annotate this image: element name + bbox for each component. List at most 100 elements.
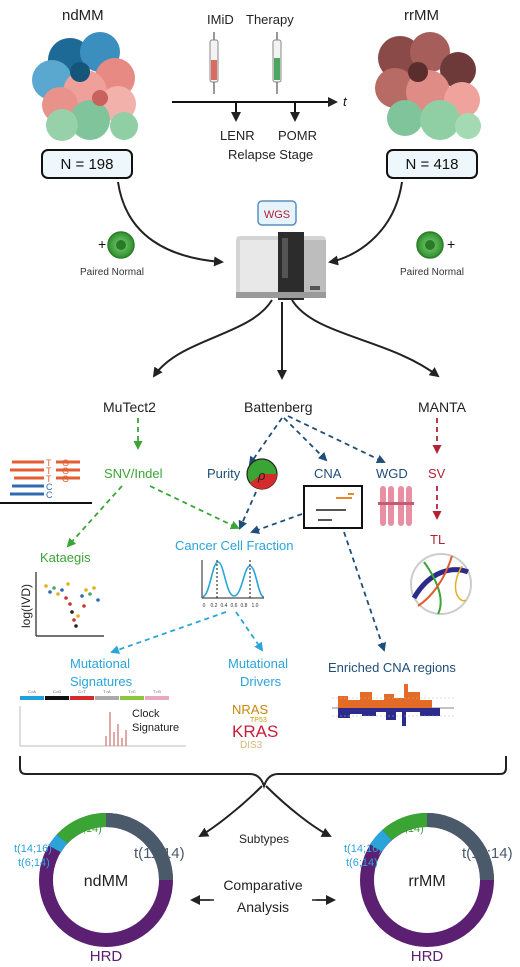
seq-letter-r1: G: [62, 458, 69, 468]
rr-plus: +: [447, 236, 455, 252]
nd-cell-cluster: [32, 32, 138, 141]
gene-kras: KRAS: [232, 722, 278, 741]
enriched-label: Enriched CNA regions: [328, 660, 456, 675]
sig-header-2: C>G: [53, 689, 61, 694]
comparative-label-1: Comparative: [223, 877, 303, 893]
rr-normal-nucleus-icon: [425, 240, 435, 250]
kataegis-plot: [35, 572, 104, 637]
enriched-cna-plot: [332, 684, 454, 726]
ccf-density-plot: [201, 560, 265, 599]
nd-normal-nucleus-icon: [116, 240, 126, 250]
wgs-to-mutect-arrow: [152, 299, 273, 378]
sig-header-5: T>C: [128, 689, 136, 694]
battenberg-to-wgd-arrow: [287, 415, 386, 464]
nd-title: ndMM: [62, 7, 104, 24]
dna-alignment-icon: [0, 460, 92, 504]
clock-label-1: Clock: [132, 708, 160, 720]
rr-cell-cluster: [375, 32, 481, 140]
ccf-label: Cancer Cell Fraction: [175, 538, 294, 553]
rr-title: rrMM: [404, 7, 439, 24]
kataegis-ylabel: log(IVD): [19, 584, 33, 628]
kataegis-label: Kataegis: [40, 550, 91, 565]
brace-to-rr-arrow: [265, 785, 332, 837]
subtypes-label: Subtypes: [239, 832, 289, 846]
drivers-label-1: Mutational: [228, 656, 288, 671]
nd-t14-16: t(14;16): [14, 843, 52, 855]
wgs-label: WGS: [264, 209, 290, 221]
cna-label: CNA: [314, 466, 342, 481]
drivers-label-2: Drivers: [240, 674, 282, 689]
sv-label: SV: [428, 466, 446, 481]
ccf-tick-2: 0.4: [221, 603, 228, 609]
chromosome-icon: [378, 486, 414, 526]
snv-label: SNV/Indel: [104, 466, 163, 481]
rr-t14-16: t(14;16): [344, 843, 382, 855]
signatures-label-1: Mutational: [70, 656, 130, 671]
clock-label-2: Signature: [132, 722, 179, 734]
nd-to-wgs-arrow: [117, 181, 224, 267]
rr-paired-normal: Paired Normal: [400, 267, 464, 278]
nd-t4-14: t(4;14): [70, 823, 102, 835]
cna-to-enriched-arrow: [343, 531, 387, 652]
nd-t11-14: t(11;14): [134, 845, 185, 862]
sig-header-6: T>G: [153, 689, 161, 694]
time-symbol: t: [343, 94, 348, 109]
nd-plus: +: [98, 236, 106, 252]
nd-donut-label: ndMM: [84, 873, 128, 890]
purity-to-ccf-arrow: [238, 491, 257, 530]
signatures-label-2: Signatures: [70, 674, 133, 689]
sig-header-1: C>A: [28, 689, 36, 694]
seq-letter-5: C: [46, 490, 53, 500]
ccf-to-drivers-arrow: [235, 611, 264, 652]
ccf-to-signatures-arrow: [110, 611, 227, 654]
battenberg-label: Battenberg: [244, 399, 313, 415]
purity-label: Purity: [207, 466, 241, 481]
rr-donut-label: rrMM: [408, 873, 445, 890]
cna-to-ccf-arrow: [250, 513, 303, 534]
signature-spectrum-plot: [19, 696, 186, 747]
seq-letter-r3: G: [62, 474, 69, 484]
seq-letter-3: T: [46, 474, 52, 484]
seq-letter-r2: G: [62, 466, 69, 476]
purity-pie-icon: [246, 458, 278, 490]
gene-nras: NRAS: [232, 702, 268, 717]
nd-t6-14: t(6;14): [18, 857, 50, 869]
ccf-tick-3: 0.6: [231, 603, 238, 609]
relapse-label: Relapse Stage: [228, 147, 313, 162]
brace-to-nd-arrow: [198, 785, 263, 837]
wgs-box: [257, 200, 297, 226]
ccf-tick-0: 0: [203, 603, 206, 609]
rr-count-box: [386, 149, 478, 179]
tl-label: TL: [430, 532, 445, 547]
mutect-label: MuTect2: [103, 399, 156, 415]
rr-donut: [360, 812, 494, 947]
rr-t6-14: t(6;14): [346, 857, 378, 869]
rr-hrd: HRD: [411, 948, 444, 965]
syringe-lenr-icon: [209, 32, 219, 94]
sequencer-icon: [236, 232, 326, 300]
rr-count: N = 418: [406, 156, 459, 173]
imid-label: IMiD: [207, 12, 234, 27]
summary-brace: [19, 756, 507, 790]
rr-t4-14: t(4;14): [392, 823, 424, 835]
battenberg-to-cna-arrow: [283, 417, 328, 462]
nd-count: N = 198: [61, 156, 114, 173]
pomr-label: POMR: [278, 128, 317, 143]
seq-letter-1: T: [46, 458, 52, 468]
rr-to-wgs-arrow: [328, 181, 403, 266]
lenr-label: LENR: [220, 128, 255, 143]
nd-paired-normal: Paired Normal: [80, 267, 144, 278]
cna-plot-icon: [303, 485, 363, 529]
syringe-pomr-icon: [272, 32, 282, 94]
sig-header-4: T>A: [103, 689, 111, 694]
snv-to-kataegis-arrow: [66, 485, 123, 548]
therapy-label: Therapy: [246, 12, 294, 27]
seq-letter-2: T: [46, 466, 52, 476]
purity-rho: ρ: [257, 468, 266, 483]
nd-donut: [39, 812, 173, 947]
comparative-label-2: Analysis: [237, 899, 289, 915]
rr-t11-14: t(11;14): [462, 845, 513, 862]
ccf-tick-4: 0.8: [241, 603, 248, 609]
snv-to-ccf-arrow: [149, 485, 240, 530]
